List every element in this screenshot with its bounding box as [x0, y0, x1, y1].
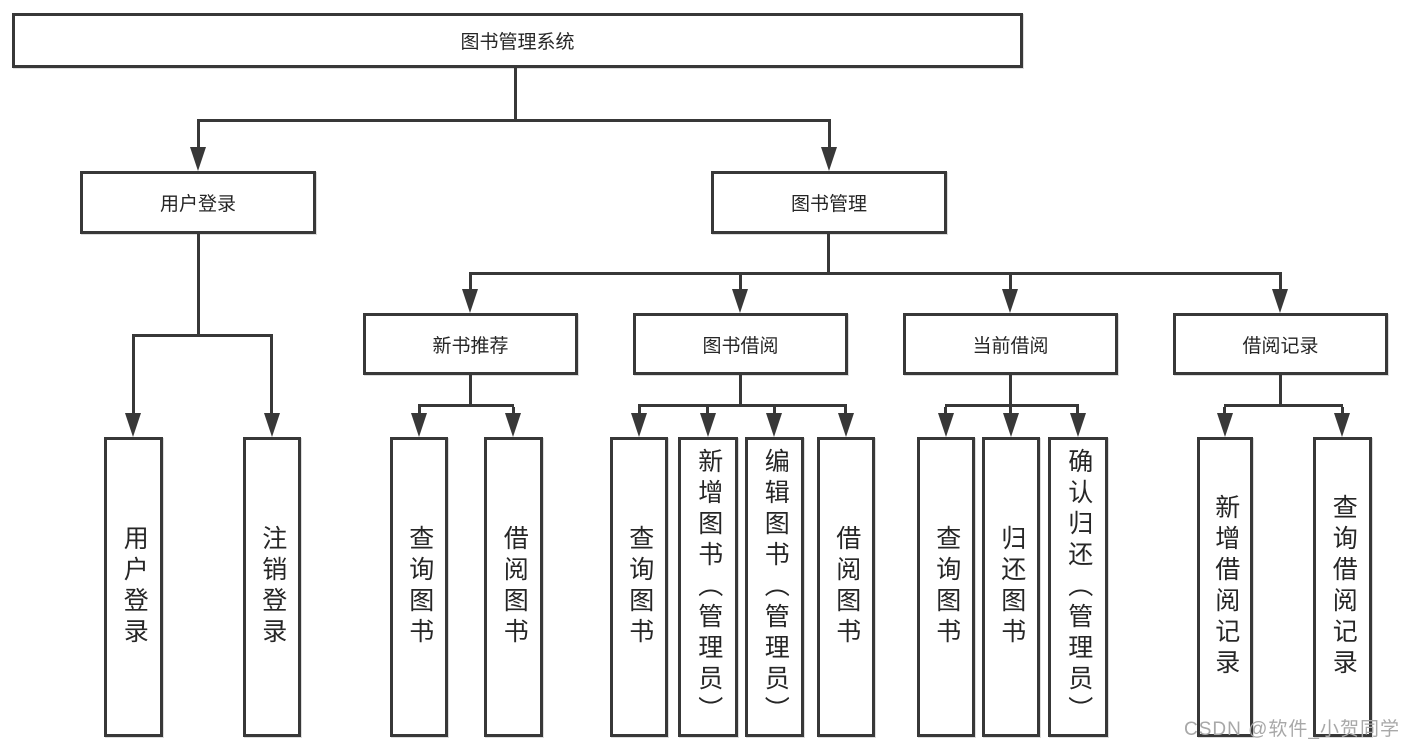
node-current-borrow: 当前借阅: [903, 313, 1118, 375]
arrow-down-icon: [821, 147, 837, 171]
leaf-query-borrow-record: 查询借阅记录: [1313, 437, 1372, 737]
node-new-book-recommend: 新书推荐: [363, 313, 578, 375]
connector-line: [844, 407, 847, 413]
node-user-login: 用户登录: [80, 171, 316, 234]
connector-line: [1224, 404, 1343, 407]
connector-line: [638, 407, 641, 413]
leaf-return-book: 归还图书: [982, 437, 1040, 737]
connector-line: [512, 407, 515, 413]
leaf-add-book-admin: 新增图书（管理员）: [678, 437, 738, 737]
connector-line: [1009, 375, 1012, 404]
connector-line: [1341, 407, 1344, 413]
arrow-down-icon: [838, 413, 854, 437]
arrow-down-icon: [1272, 289, 1288, 313]
connector-line: [944, 407, 947, 413]
connector-line: [1076, 407, 1079, 413]
connector-line: [828, 122, 831, 148]
arrow-down-icon: [700, 413, 716, 437]
connector-line: [469, 275, 472, 289]
watermark: CSDN @软件_小贺同学: [1184, 719, 1400, 740]
arrow-down-icon: [631, 413, 647, 437]
connector-line: [638, 404, 847, 407]
arrow-down-icon: [766, 413, 782, 437]
connector-line: [1009, 275, 1012, 289]
arrow-down-icon: [1334, 413, 1350, 437]
arrow-down-icon: [938, 413, 954, 437]
connector-line: [1009, 407, 1012, 413]
leaf-query-books-3: 查询图书: [917, 437, 975, 737]
node-library-management-system: 图书管理系统: [12, 13, 1023, 68]
connector-line: [197, 234, 200, 336]
connector-line: [1279, 275, 1282, 289]
connector-line: [945, 404, 1079, 407]
arrow-down-icon: [1003, 413, 1019, 437]
leaf-query-books-2: 查询图书: [610, 437, 668, 737]
arrow-down-icon: [1070, 413, 1086, 437]
connector-line: [469, 272, 1282, 275]
connector-line: [827, 234, 830, 274]
arrow-down-icon: [1217, 413, 1233, 437]
leaf-query-books-1: 查询图书: [390, 437, 448, 737]
connector-line: [773, 407, 776, 413]
arrow-down-icon: [505, 413, 521, 437]
arrow-down-icon: [1002, 289, 1018, 313]
connector-line: [197, 119, 831, 122]
connector-line: [418, 404, 514, 407]
arrow-down-icon: [411, 413, 427, 437]
leaf-user-login: 用户登录: [104, 437, 163, 737]
node-book-management: 图书管理: [711, 171, 947, 234]
node-borrow-records: 借阅记录: [1173, 313, 1388, 375]
leaf-confirm-return-admin: 确认归还（管理员）: [1048, 437, 1108, 737]
connector-line: [132, 337, 135, 413]
connector-line: [706, 407, 709, 413]
connector-line: [739, 375, 742, 404]
connector-line: [270, 337, 273, 413]
arrow-down-icon: [264, 413, 280, 437]
node-book-borrow: 图书借阅: [633, 313, 848, 375]
leaf-borrow-books-2: 借阅图书: [817, 437, 875, 737]
arrow-down-icon: [125, 413, 141, 437]
connector-line: [1223, 407, 1226, 413]
leaf-borrow-books-1: 借阅图书: [484, 437, 543, 737]
leaf-logout: 注销登录: [243, 437, 301, 737]
connector-line: [132, 334, 273, 337]
connector-line: [1279, 375, 1282, 404]
arrow-down-icon: [190, 147, 206, 171]
arrow-down-icon: [732, 289, 748, 313]
connector-line: [469, 375, 472, 404]
connector-line: [514, 68, 517, 121]
connector-line: [418, 407, 421, 413]
arrow-down-icon: [462, 289, 478, 313]
leaf-add-borrow-record: 新增借阅记录: [1197, 437, 1253, 737]
connector-line: [739, 275, 742, 289]
leaf-edit-book-admin: 编辑图书（管理员）: [745, 437, 804, 737]
connector-line: [197, 122, 200, 148]
